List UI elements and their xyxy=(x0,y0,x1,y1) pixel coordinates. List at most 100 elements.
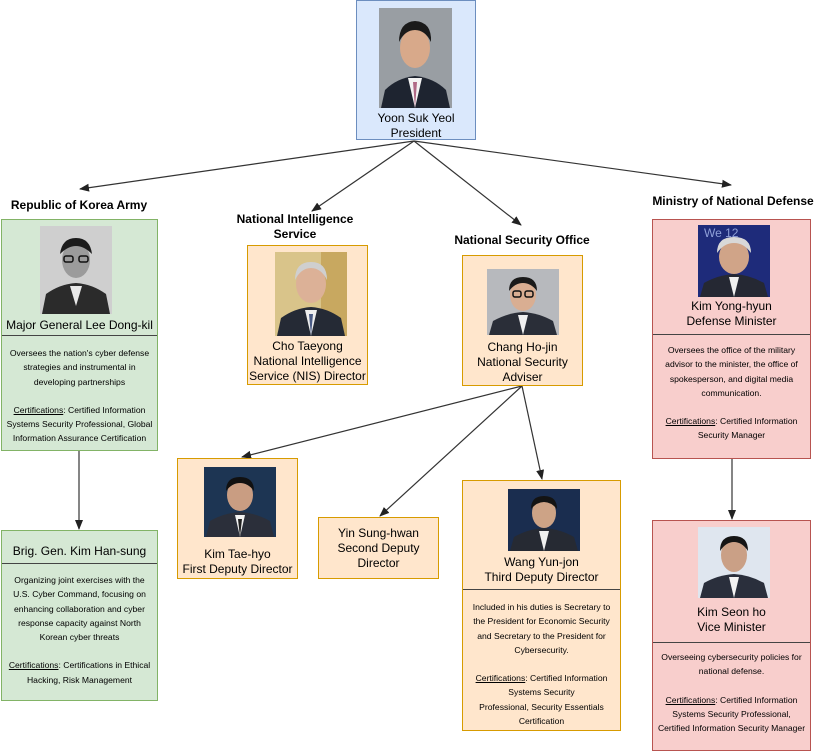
vice-desc: Overseeing cybersecurity policies for na… xyxy=(656,650,807,735)
cert-line: Systems Security xyxy=(508,687,575,698)
connector-president-nis xyxy=(311,140,415,212)
desc-line: the President for Economic Security xyxy=(473,616,610,627)
connector-nso-third xyxy=(521,385,545,480)
minister-divider xyxy=(653,334,810,335)
desc-line: Included in his duties is Secretary to xyxy=(472,602,611,612)
army-deputy-divider xyxy=(2,563,157,564)
cert-line: : Certified Information xyxy=(715,416,798,427)
connector-president-nso xyxy=(413,140,522,226)
cert-label: Certifications xyxy=(8,660,59,671)
president-role: President xyxy=(390,126,442,140)
minister-desc: Oversees the office of the military advi… xyxy=(656,343,807,443)
cert-line: Information Assurance Certification xyxy=(12,433,147,444)
second-deputy-line: Director xyxy=(357,556,400,570)
connector-nso-second xyxy=(379,385,523,517)
cert-line: Security Manager xyxy=(697,430,766,441)
cert-label: Certifications xyxy=(665,416,716,427)
desc-line: advisor to the minister, the office of xyxy=(665,359,798,370)
first-deputy-photo xyxy=(204,467,276,537)
nso-third-deputy-node: Wang Yun-jon Third Deputy Director Inclu… xyxy=(462,480,621,731)
vice-divider xyxy=(653,642,810,643)
nso-first-deputy-node: Kim Tae-hyo First Deputy Director xyxy=(177,458,298,579)
mnd-vice-node: Kim Seon ho Vice Minister Overseeing cyb… xyxy=(652,520,811,751)
second-deputy-line: Second Deputy xyxy=(337,541,420,555)
nso-node: Chang Ho-jin National Security Adviser xyxy=(462,255,583,386)
army-leader-desc: Oversees the nation's cyber defense stra… xyxy=(5,346,154,446)
minister-photo: We 12 xyxy=(698,225,770,297)
cert-line: Systems Security Professional, xyxy=(672,708,791,719)
third-deputy-divider xyxy=(463,589,620,590)
cert-label: Certifications xyxy=(475,673,526,684)
army-deputy-desc: Organizing joint exercises with the U.S.… xyxy=(5,573,154,687)
nso-adviser-name: Chang Ho-jin xyxy=(487,340,558,354)
mnd-header: Ministry of National Defense xyxy=(652,194,814,208)
vice-label: Kim Seon ho Vice Minister xyxy=(653,605,810,635)
nso-header: National Security Office xyxy=(454,233,590,247)
president-node: Yoon Suk Yeol President xyxy=(356,0,476,140)
nso-adviser-role: Adviser xyxy=(502,370,543,384)
vice-role: Vice Minister xyxy=(697,620,766,634)
connector-president-army xyxy=(79,140,415,192)
nis-director-photo xyxy=(275,252,347,336)
cert-line: : Certified Information xyxy=(525,673,608,684)
third-deputy-label: Wang Yun-jon Third Deputy Director xyxy=(463,555,620,585)
desc-line: Overseeing cybersecurity policies for xyxy=(661,652,802,662)
desc-line: Cybersecurity. xyxy=(514,644,569,655)
vice-name: Kim Seon ho xyxy=(697,605,766,619)
desc-line: Oversees the office of the military xyxy=(667,345,796,355)
desc-line: Oversees the nation's cyber defense xyxy=(9,348,150,358)
mnd-minister-node: We 12 Kim Yong-hyun Defense Minister Ove… xyxy=(652,219,811,459)
army-deputy-node: Brig. Gen. Kim Han-sung Organizing joint… xyxy=(1,530,158,701)
nso-label: Chang Ho-jin National Security Adviser xyxy=(463,340,582,385)
cert-line: Systems Security Professional, Global xyxy=(6,419,153,430)
nis-header: National Intelligence Service xyxy=(235,212,355,242)
connector-president-mnd xyxy=(413,140,732,188)
cert-line: Professional, Security Essentials xyxy=(479,701,604,712)
desc-line: U.S. Cyber Command, focusing on xyxy=(13,589,146,600)
nso-second-deputy-node: Yin Sung-hwan Second Deputy Director xyxy=(318,517,439,579)
second-deputy-label: Yin Sung-hwan Second Deputy Director xyxy=(319,526,438,571)
minister-label: Kim Yong-hyun Defense Minister xyxy=(653,299,810,329)
president-name: Yoon Suk Yeol xyxy=(377,111,455,125)
desc-line: Korean cyber threats xyxy=(39,632,120,643)
cert-line: Certification xyxy=(518,716,565,727)
desc-line: and Secretary to the President for xyxy=(477,630,606,641)
nis-header-line: National Intelligence xyxy=(236,212,354,226)
desc-line: Organizing joint exercises with the xyxy=(14,575,145,585)
nis-director-name: Cho Taeyong xyxy=(272,339,343,353)
desc-line: national defense. xyxy=(698,666,765,677)
minister-photo-text: We 12 xyxy=(704,226,739,240)
army-leader-divider xyxy=(2,335,157,336)
army-leader-node: Major General Lee Dong-kil Oversees the … xyxy=(1,219,158,451)
cert-label: Certifications xyxy=(13,404,64,415)
nis-label: Cho Taeyong National Intelligence Servic… xyxy=(248,339,367,384)
nis-director-role: Service (NIS) Director xyxy=(249,369,366,383)
third-deputy-photo xyxy=(508,489,580,551)
nso-adviser-photo xyxy=(487,269,559,335)
nis-director-role: National Intelligence xyxy=(253,354,362,368)
army-leader-photo xyxy=(40,226,112,314)
minister-name: Kim Yong-hyun xyxy=(691,299,772,313)
nis-header-line: Service xyxy=(273,227,317,241)
third-deputy-desc: Included in his duties is Secretary to t… xyxy=(466,600,617,728)
first-deputy-role: First Deputy Director xyxy=(182,562,293,576)
cert-line: : Certified Information xyxy=(715,694,798,705)
cert-line: : Certified Information xyxy=(63,404,146,415)
cert-label: Certifications xyxy=(665,694,716,705)
cert-line: Certified Information Security Manager xyxy=(657,723,806,734)
president-label: Yoon Suk Yeol President xyxy=(357,111,475,141)
vice-minister-photo xyxy=(698,527,770,598)
president-photo xyxy=(379,8,452,108)
minister-role: Defense Minister xyxy=(686,314,777,328)
first-deputy-label: Kim Tae-hyo First Deputy Director xyxy=(178,547,297,577)
desc-line: spokesperson, and digital media xyxy=(669,373,794,384)
cert-line: : Certifications in Ethical xyxy=(58,660,151,671)
army-deputy-name: Brig. Gen. Kim Han-sung xyxy=(12,544,147,558)
third-deputy-name: Wang Yun-jon xyxy=(504,555,579,569)
connector-nso-first xyxy=(241,385,523,459)
first-deputy-name: Kim Tae-hyo xyxy=(204,547,271,561)
desc-line: strategies and instrumental in xyxy=(23,362,136,373)
second-deputy-line: Yin Sung-hwan xyxy=(338,526,419,540)
desc-line: developing partnerships xyxy=(33,376,126,387)
